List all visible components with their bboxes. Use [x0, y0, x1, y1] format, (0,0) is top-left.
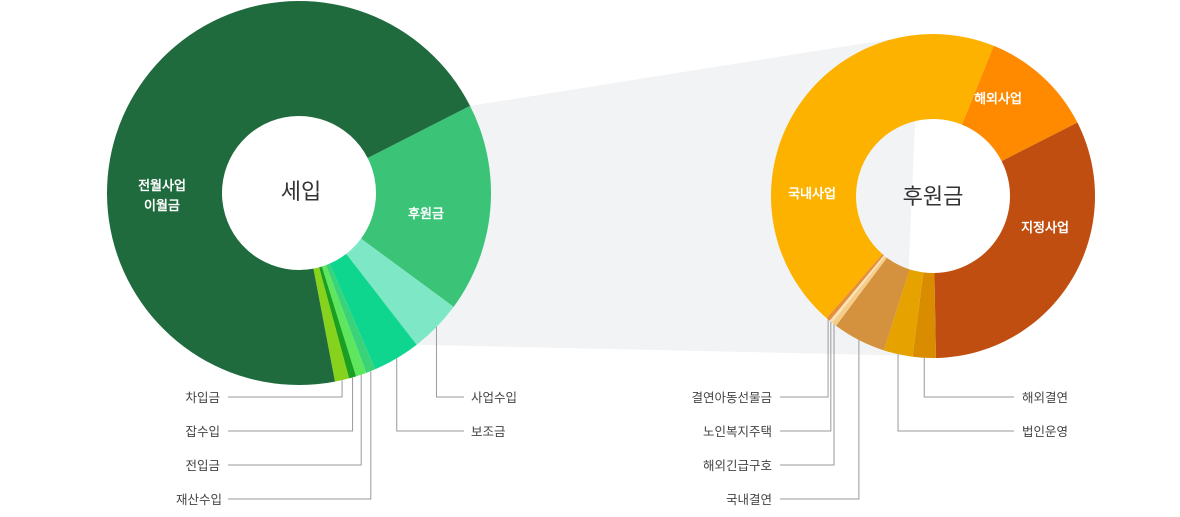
slice-label-carryover-line2: 이월금: [144, 198, 180, 213]
slice-eb85b8ec9db8ebb3b5eca780eca3bced839d: [829, 255, 886, 323]
slice-ebb295ec9db8ec9ab4ec9881: [883, 269, 924, 357]
slice-ec82acec9785ec8898ec9e85: [346, 238, 454, 345]
slice-eca084ec9b94ec82acec978520ec9db4ec9b94ea: [107, 1, 471, 386]
callout-senior-housing: 노인복지주택: [703, 425, 772, 439]
leader-line: [228, 380, 343, 398]
slice-ed95b4ec99b8eab8b4eab889eab5aced98b8: [832, 256, 887, 326]
donation-donut: [770, 33, 1095, 358]
slice-ec9eacec82b0ec8898ec9e85: [325, 263, 376, 373]
callout-transfers-in: 전입금: [185, 459, 220, 473]
slice-ec9ea1ec8898ec9e85: [319, 266, 357, 379]
leader-line: [228, 374, 362, 466]
slice-ecb0a8ec9e85eab888: [313, 267, 350, 382]
callout-overseas-relief: 해외긴급구호: [703, 459, 772, 473]
callout-misc-income: 잡수입: [185, 425, 220, 439]
callout-borrowings: 차입금: [185, 391, 220, 405]
callout-child-gift: 결연아동선물금: [691, 391, 772, 405]
slice-label-donations: 후원금: [408, 206, 444, 221]
leader-line: [228, 377, 354, 432]
slice-ebb3b4eca1b0eab888: [329, 253, 417, 370]
slice-label-domestic-projects: 국내사업: [788, 186, 836, 201]
leader-line: [897, 354, 1014, 432]
leader-line: [780, 340, 860, 500]
slice-eab5adeb82b4eab2b0ec97b0: [836, 257, 910, 351]
leader-line: [228, 371, 372, 500]
slice-ed9b84ec9b90eab888: [361, 105, 491, 307]
slice-ed95b4ec99b8ec82acec9785: [961, 45, 1078, 162]
callout-leaders: [228, 319, 1014, 500]
slice-eab5adeb82b4ec82acec9785: [770, 33, 994, 319]
leader-line: [780, 319, 829, 398]
leader-line: [923, 357, 1014, 398]
callout-subsidies: 보조금: [471, 425, 506, 439]
revenue-donut: [107, 1, 491, 386]
slice-label-overseas-projects: 해외사업: [974, 91, 1022, 106]
leader-line: [435, 327, 464, 398]
leader-line: [780, 321, 832, 432]
callout-corporate-operations: 법인운영: [1022, 425, 1068, 439]
callout-overseas-sponsorship: 해외결연: [1022, 391, 1068, 405]
callout-business-income: 사업수입: [471, 391, 517, 405]
callout-domestic-sponsorship: 국내결연: [726, 493, 772, 507]
slice-label-carryover-line1: 전월사업: [138, 178, 186, 193]
donation-center-label: 후원금: [903, 184, 964, 209]
revenue-center-label: 세입: [281, 179, 321, 204]
slice-eab2b0ec97b0ec9584eb8f99ec84a0ebacbceab8: [826, 254, 884, 321]
slice-ed95b4ec99b8eab2b0ec97b0: [912, 272, 936, 358]
slice-eca780eca095ec82acec9785: [934, 122, 1095, 358]
leader-line: [396, 358, 464, 432]
callout-property-income: 재산수입: [176, 493, 222, 507]
leader-line: [780, 324, 835, 466]
slice-label-designated-projects: 지정사업: [1021, 220, 1069, 235]
slice-eca084ec9e85eab888: [321, 265, 367, 377]
